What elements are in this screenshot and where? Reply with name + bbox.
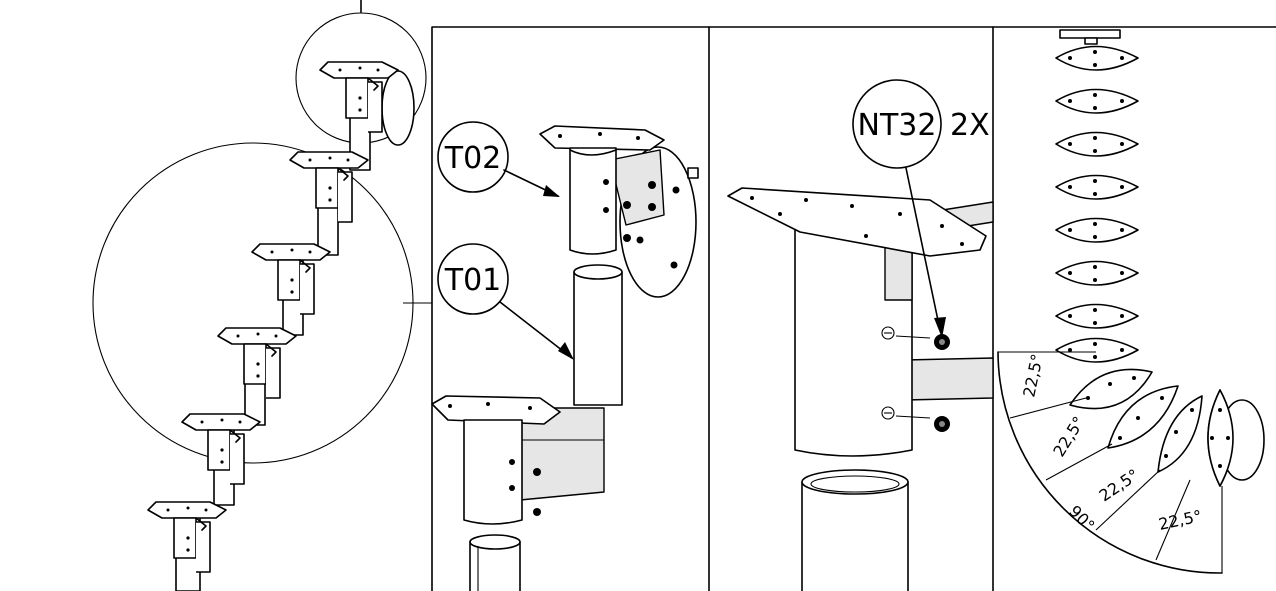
panel-t02-t01: T02 T01 bbox=[431, 121, 699, 591]
rotated-treads bbox=[1069, 368, 1265, 487]
svg-text:2X: 2X bbox=[950, 108, 990, 143]
angle-label-2: 22,5° bbox=[1049, 413, 1088, 460]
callout-t02: T02 bbox=[437, 121, 560, 197]
svg-text:T02: T02 bbox=[444, 141, 502, 176]
callout-t01: T01 bbox=[437, 243, 574, 360]
svg-text:NT32: NT32 bbox=[858, 108, 937, 143]
overview-staircase bbox=[92, 0, 432, 591]
angle-label-4: 22,5° bbox=[1157, 506, 1204, 534]
angle-arc bbox=[997, 351, 1223, 574]
panel-frames bbox=[431, 26, 1276, 591]
angle-label-3: 22,5° bbox=[1096, 465, 1143, 505]
panel-nt32: NT32 2X bbox=[727, 79, 994, 591]
svg-text:T01: T01 bbox=[444, 263, 502, 298]
angle-label-total: 90° bbox=[1065, 502, 1098, 536]
tread-stack bbox=[1055, 45, 1139, 363]
angle-label-1: 22,5° bbox=[1019, 352, 1047, 399]
panel-angles: 22,5° 22,5° 22,5° 22,5° 90° bbox=[997, 29, 1265, 574]
callout-nt32: NT32 2X bbox=[852, 79, 990, 338]
